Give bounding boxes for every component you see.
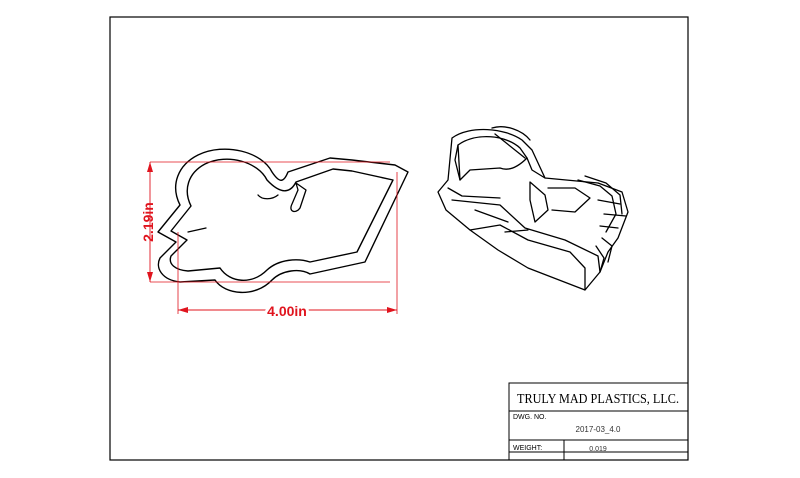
width-dimension-label: 4.00in (267, 303, 307, 319)
height-dimension-label: 2.19in (140, 202, 156, 242)
cutter-isometric-view (437, 126, 629, 291)
width-dimension (177, 172, 398, 314)
cutter-outline-2d (157, 148, 409, 294)
weight-label: WEIGHT: (513, 445, 542, 452)
dwg-no-value: 2017-03_4.0 (576, 425, 621, 434)
sheet-border (109, 16, 689, 461)
weight-value: 0.019 (589, 446, 607, 453)
title-block (508, 382, 689, 461)
company-name: TRULY MAD PLASTICS, LLC. (517, 391, 679, 406)
height-dimension (147, 161, 390, 283)
dwg-no-label: DWG. NO. (513, 414, 546, 421)
